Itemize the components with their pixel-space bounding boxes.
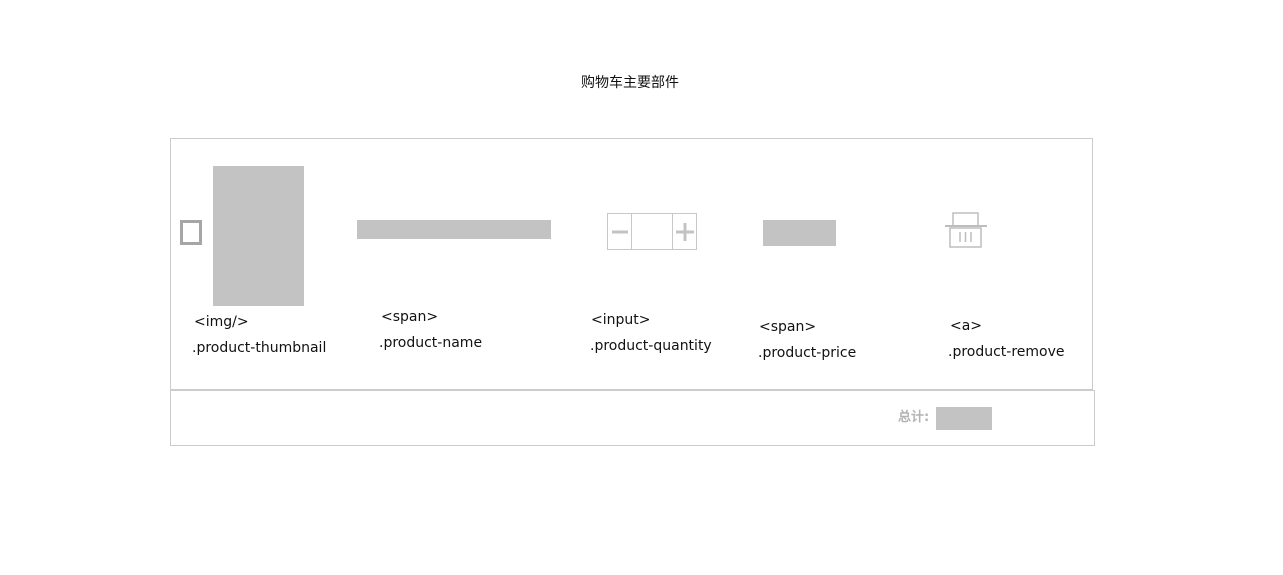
minus-icon-glyph	[611, 230, 628, 233]
quantity-input[interactable]	[632, 214, 672, 249]
plus-icon[interactable]	[672, 214, 696, 249]
total-label: 总计:	[898, 410, 930, 425]
quantity-class-label: .product-quantity	[590, 338, 712, 354]
product-thumbnail-placeholder	[213, 166, 304, 306]
diagram-title: 购物车主要部件	[581, 75, 679, 91]
trash-icon[interactable]	[944, 211, 988, 251]
price-tag-label: <span>	[759, 319, 817, 335]
cart-footer	[170, 390, 1095, 446]
name-class-label: .product-name	[379, 335, 483, 351]
product-name-placeholder	[357, 220, 551, 239]
remove-tag-label: <a>	[950, 318, 983, 334]
price-class-label: .product-price	[758, 345, 857, 361]
total-value-placeholder	[936, 407, 992, 430]
minus-icon[interactable]	[608, 214, 632, 249]
quantity-stepper	[607, 213, 697, 250]
plus-icon-glyph	[675, 222, 694, 241]
product-price-placeholder	[763, 220, 836, 246]
name-tag-label: <span>	[381, 309, 439, 325]
remove-class-label: .product-remove	[948, 344, 1065, 360]
thumbnail-class-label: .product-thumbnail	[192, 340, 327, 356]
thumbnail-tag-label: <img/>	[194, 314, 249, 330]
cart-item-panel	[170, 138, 1093, 390]
checkbox-icon[interactable]	[180, 220, 202, 245]
quantity-tag-label: <input>	[591, 312, 651, 328]
